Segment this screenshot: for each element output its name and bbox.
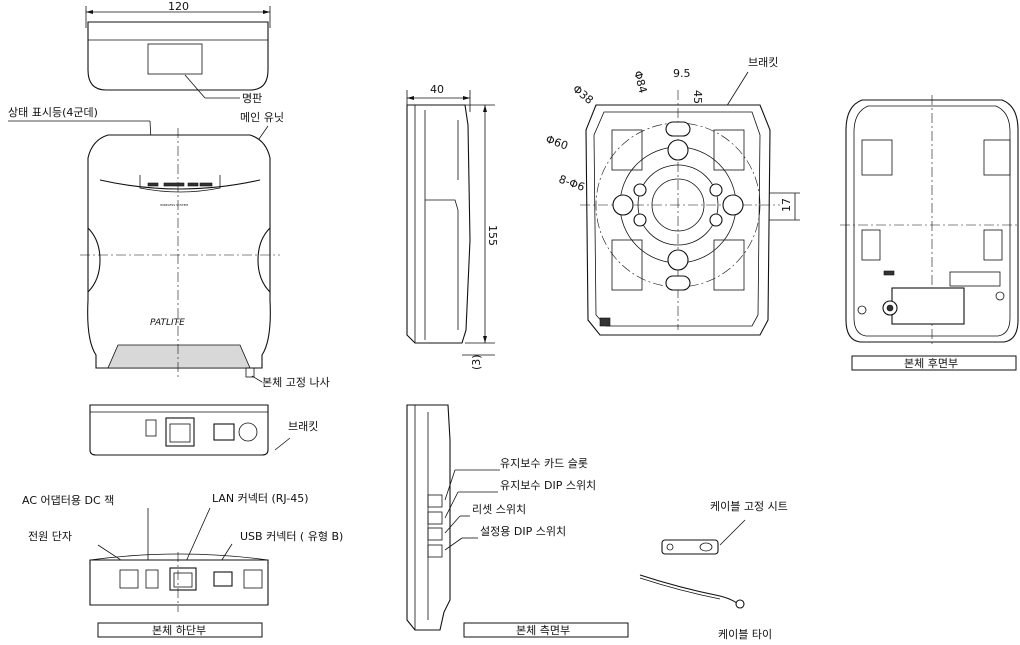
dim-9-5: 9.5	[673, 67, 691, 80]
label-bracket-rear: 브래킷	[748, 56, 778, 69]
logo-text: PATLITE	[150, 318, 185, 328]
bottom-view-bracket: 브래킷	[89, 404, 318, 456]
dim-phi38: Φ38	[570, 82, 596, 107]
wireless-text: WIRELESS SYSTEM	[160, 203, 189, 207]
label-ac-dc-jack: AC 어댑터용 DC 잭	[22, 494, 114, 507]
cable-accessories: 케이블 고정 시트 케이블 타이	[639, 500, 788, 641]
dim-height: 155	[486, 225, 499, 246]
label-bracket-front: 브래킷	[288, 420, 318, 433]
label-status-led: 상태 표시등(4군데)	[8, 106, 98, 119]
label-cable-sheet: 케이블 고정 시트	[710, 500, 788, 513]
dim-phi60: Φ60	[544, 133, 570, 153]
side-view-lower: 유지보수 카드 슬롯 유지보수 DIP 스위치 리셋 스위치 설정용 DIP 스…	[406, 404, 629, 638]
label-cable-tie: 케이블 타이	[718, 628, 772, 641]
dim-depth: 40	[430, 83, 444, 96]
label-nameplate: 명판	[242, 92, 262, 105]
caption-bottom-view: 본체 하단부	[152, 623, 206, 637]
bracket-view: Φ38 Φ84 9.5 45 브래킷 Φ60 8-Φ6 17	[544, 56, 800, 336]
dim-phi84: Φ84	[631, 69, 649, 94]
label-setting-dip: 설정용 DIP 스위치	[480, 525, 566, 538]
side-view: 40 155 (3)	[406, 83, 499, 370]
label-maint-card-slot: 유지보수 카드 슬롯	[500, 457, 588, 470]
top-view: 120 명판	[85, 0, 271, 105]
dim-45: 45	[691, 90, 704, 104]
label-fix-screw: 본체 고정 나사	[262, 376, 330, 389]
dim-8phi6: 8-Φ6	[557, 173, 586, 194]
caption-rear-view: 본체 후면부	[904, 357, 958, 370]
bottom-view: AC 어댑터용 DC 잭 전원 단자 LAN 커넥터 (RJ-45) USB 커…	[22, 492, 343, 638]
caption-side-view: 본체 측면부	[516, 624, 570, 637]
label-main-unit: 메인 유닛	[240, 111, 284, 124]
dim-17: 17	[780, 198, 793, 212]
label-reset-switch: 리셋 스위치	[472, 503, 526, 516]
front-view: 상태 표시등(4군데) 메인 유닛 WIRELESS SYSTEM PATLIT…	[8, 106, 330, 389]
label-maint-dip: 유지보수 DIP 스위치	[500, 479, 596, 492]
label-lan-connector: LAN 커넥터 (RJ-45)	[212, 492, 309, 505]
dim-offset: (3)	[470, 354, 483, 370]
rear-view: 본체 후면부	[840, 95, 1020, 371]
label-usb-connector: USB 커넥터 ( 유형 B)	[240, 530, 343, 543]
label-power-terminal: 전원 단자	[28, 530, 72, 543]
dim-width: 120	[168, 0, 189, 13]
